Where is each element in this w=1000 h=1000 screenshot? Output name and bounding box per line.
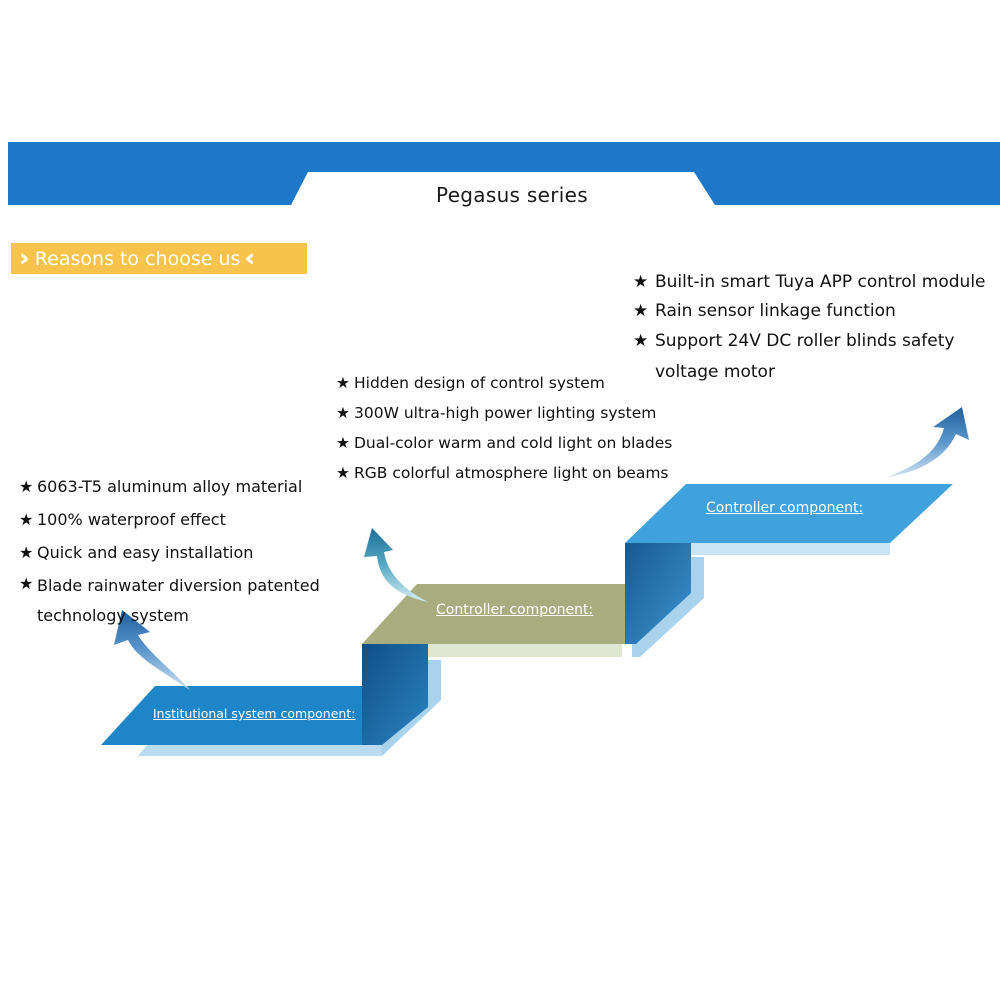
curved-arrow-up-icon: [364, 528, 428, 602]
step-platform-3: [625, 484, 953, 543]
feature-text: Hidden design of control system: [354, 374, 605, 392]
feature-text: Quick and easy installation: [37, 543, 254, 562]
star-icon: ★: [19, 477, 34, 496]
star-icon: ★: [633, 272, 649, 292]
feature-text: Rain sensor linkage function: [655, 301, 896, 321]
step-platform-2: [362, 584, 625, 644]
feature-item: ★ Built-in smart Tuya APP control module: [633, 268, 986, 297]
star-icon: ★: [19, 510, 34, 529]
star-icon: ★: [19, 543, 34, 562]
curved-arrow-up-icon: [114, 610, 190, 690]
feature-item: ★ Rain sensor linkage function: [633, 297, 986, 326]
reasons-banner-label: Reasons to choose us: [34, 247, 241, 270]
feature-item: ★ Dual-color warm and cold light on blad…: [336, 428, 672, 458]
feature-item: ★ RGB colorful atmosphere light on beams: [336, 458, 672, 488]
step-riser-2: [625, 543, 691, 644]
star-icon: ★: [336, 374, 350, 392]
step-label-institutional: Institutional system component:: [153, 706, 356, 721]
step-riser-1: [362, 644, 428, 745]
feature-list-controller-smart: ★ Built-in smart Tuya APP control module…: [633, 268, 986, 388]
star-icon: ★: [633, 301, 649, 321]
feature-text: 300W ultra-high power lighting system: [354, 404, 657, 422]
step-label-controller-smart: Controller component:: [706, 500, 864, 516]
feature-item: ★ 6063-T5 aluminum alloy material: [19, 470, 357, 503]
reasons-banner: ›› Reasons to choose us ‹‹: [11, 243, 307, 274]
feature-list-controller: ★ Hidden design of control system ★ 300W…: [336, 368, 672, 488]
feature-item: ★ Blade rainwater diversion patented tec…: [19, 569, 357, 631]
step-label-controller: Controller component:: [436, 602, 594, 618]
feature-list-institutional: ★ 6063-T5 aluminum alloy material ★ 100%…: [19, 470, 357, 631]
star-icon: ★: [336, 404, 350, 422]
feature-text: Built-in smart Tuya APP control module: [655, 272, 986, 292]
step-platform-1: [101, 686, 362, 745]
star-icon: ★: [19, 574, 34, 593]
feature-text: Dual-color warm and cold light on blades: [354, 434, 673, 452]
page-title: Pegasus series: [436, 183, 588, 207]
step-shadow-2: [428, 644, 622, 657]
curved-arrow-up-icon: [887, 407, 969, 477]
feature-item: ★ Hidden design of control system: [336, 368, 672, 398]
header-band: [8, 142, 1000, 205]
star-icon: ★: [336, 464, 350, 482]
feature-text: 100% waterproof effect: [37, 510, 226, 529]
feature-text: 6063-T5 aluminum alloy material: [37, 477, 303, 496]
step-shadow-3: [691, 543, 890, 555]
feature-item: ★ 100% waterproof effect: [19, 503, 357, 536]
star-icon: ★: [633, 331, 649, 351]
feature-text: Blade rainwater diversion patented techn…: [37, 576, 320, 625]
star-icon: ★: [336, 434, 350, 452]
feature-text: Support 24V DC roller blinds safety volt…: [655, 331, 955, 382]
feature-item: ★ Quick and easy installation: [19, 536, 357, 569]
double-chevron-left-icon: ‹‹: [244, 244, 254, 272]
feature-item: ★ 300W ultra-high power lighting system: [336, 398, 672, 428]
double-chevron-right-icon: ››: [19, 244, 29, 272]
feature-text: RGB colorful atmosphere light on beams: [354, 464, 669, 482]
feature-item: ★ Support 24V DC roller blinds safety vo…: [633, 326, 985, 388]
